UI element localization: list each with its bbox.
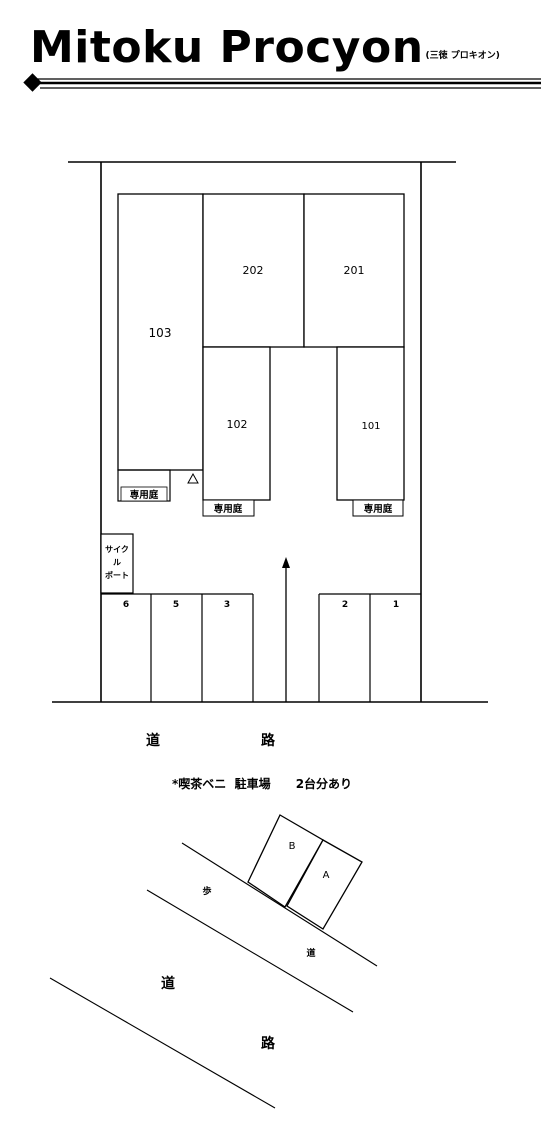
unit-202-label: 202 bbox=[243, 264, 264, 277]
offsite-slot-b-label: B bbox=[289, 841, 296, 852]
garden-102-label: 専用庭 bbox=[214, 503, 243, 515]
offsite-slot-a-label: A bbox=[323, 870, 330, 881]
parking-1-label: 1 bbox=[393, 600, 399, 610]
property-name: Mitoku Procyon bbox=[30, 22, 424, 73]
garden-103-label: 専用庭 bbox=[130, 489, 159, 501]
offsite-parking-note: *喫茶ベニ 駐車場 2台分あり bbox=[172, 776, 352, 791]
unit-101-label: 101 bbox=[361, 421, 380, 432]
parking-2-label: 2 bbox=[342, 600, 348, 610]
garden-103: 専用庭 bbox=[117, 469, 171, 502]
triangle-marker-icon bbox=[187, 472, 199, 484]
diamond-ornament bbox=[23, 73, 42, 92]
entrance-arrow bbox=[282, 557, 290, 702]
parking-3-label: 3 bbox=[224, 600, 230, 610]
unit-201: 201 bbox=[303, 193, 405, 348]
arrow-up-icon bbox=[282, 557, 290, 568]
garden-101: 専用庭 bbox=[352, 499, 404, 517]
sidewalk-label-char-1: 歩 bbox=[202, 885, 211, 897]
unit-202: 202 bbox=[202, 193, 305, 348]
cycle-port: サイク ル ポート bbox=[100, 533, 134, 594]
parking-right-group bbox=[318, 593, 421, 702]
garden-102: 専用庭 bbox=[202, 499, 255, 517]
road-label-char-1: 道 bbox=[146, 732, 160, 749]
unit-102: 102 bbox=[202, 346, 271, 501]
title-rule bbox=[23, 73, 541, 92]
property-title: Mitoku Procyon(三徳 プロキオン) bbox=[30, 22, 500, 73]
offsite-road-label-char-2: 路 bbox=[261, 1035, 276, 1052]
unit-201-label: 201 bbox=[344, 264, 365, 277]
unit-101: 101 bbox=[336, 346, 405, 501]
cycle-port-line-2: ル bbox=[113, 558, 121, 567]
offsite-map: B A 歩 道 道 路 bbox=[49, 814, 378, 1109]
parking-left-group bbox=[101, 593, 254, 702]
offsite-slot-b: B bbox=[247, 814, 324, 908]
offsite-road-label-char-1: 道 bbox=[161, 975, 175, 992]
property-name-katakana: (三徳 プロキオン) bbox=[425, 51, 500, 61]
unit-103: 103 bbox=[117, 193, 204, 471]
lot-boundary bbox=[52, 161, 488, 703]
offsite-slot-a: A bbox=[286, 839, 363, 930]
cycle-port-line-3: ポート bbox=[105, 570, 129, 580]
parking-5-label: 5 bbox=[173, 600, 179, 610]
sidewalk-label-char-2: 道 bbox=[306, 947, 315, 959]
offsite-street-lines bbox=[49, 842, 378, 1109]
garden-101-label: 専用庭 bbox=[364, 503, 393, 515]
cycle-port-line-1: サイク bbox=[105, 544, 129, 554]
unit-102-label: 102 bbox=[227, 418, 248, 431]
unit-103-label: 103 bbox=[149, 326, 172, 340]
parking-6-label: 6 bbox=[123, 600, 129, 610]
road-label-char-2: 路 bbox=[261, 732, 276, 749]
